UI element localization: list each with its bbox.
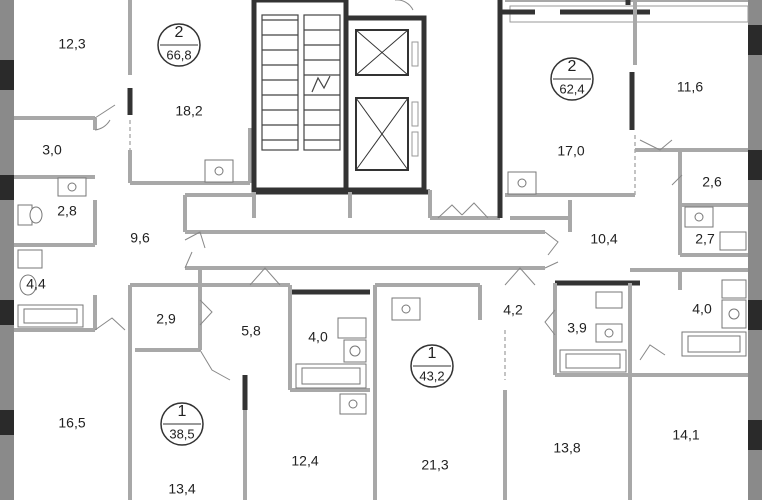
room-labels: 12,3 18,2 3,0 2,8 9,6 4,4 11,6 17,0 2,6 … bbox=[26, 36, 722, 497]
room-area-label: 17,0 bbox=[557, 143, 584, 159]
badge-apt-1-left: 1 38,5 bbox=[160, 402, 204, 446]
room-area-label: 16,5 bbox=[58, 415, 85, 431]
walls-bottom bbox=[93, 200, 748, 500]
walls-top-left bbox=[14, 0, 252, 332]
badge-apt-2-right: 2 62,4 bbox=[550, 57, 594, 101]
room-area-label: 3,0 bbox=[42, 142, 62, 158]
room-area-label: 2,9 bbox=[156, 311, 176, 327]
room-area-label: 21,3 bbox=[421, 457, 448, 473]
stair-left-flight bbox=[261, 14, 299, 151]
room-area-label: 3,9 bbox=[567, 320, 587, 336]
room-area-label: 9,6 bbox=[130, 230, 150, 246]
apt-area: 62,4 bbox=[559, 81, 584, 96]
badge-apt-2-left: 2 66,8 bbox=[157, 23, 201, 67]
room-area-label: 4,0 bbox=[692, 301, 712, 317]
room-area-label: 12,4 bbox=[291, 453, 318, 469]
room-area-label: 4,4 bbox=[26, 276, 46, 292]
room-area-label: 14,1 bbox=[672, 427, 699, 443]
apt-area: 43,2 bbox=[419, 368, 444, 383]
apt-rooms: 2 bbox=[175, 24, 184, 41]
elevator-small bbox=[355, 29, 419, 76]
fixtures bbox=[17, 159, 747, 415]
room-area-label: 13,4 bbox=[168, 481, 195, 497]
room-area-label: 11,6 bbox=[677, 79, 703, 95]
room-area-label: 12,3 bbox=[58, 36, 85, 52]
room-area-label: 18,2 bbox=[175, 103, 202, 119]
room-area-label: 13,8 bbox=[553, 440, 580, 456]
room-area-label: 4,2 bbox=[503, 302, 523, 318]
apt-area: 66,8 bbox=[166, 47, 191, 62]
apt-rooms: 2 bbox=[568, 58, 577, 75]
apt-rooms: 1 bbox=[178, 403, 187, 420]
apt-rooms: 1 bbox=[428, 345, 437, 362]
stair-right-flight bbox=[303, 14, 341, 151]
room-area-label: 2,6 bbox=[702, 174, 722, 190]
elevator-large bbox=[355, 97, 419, 171]
walls-top-right bbox=[497, 0, 749, 361]
room-area-label: 4,0 bbox=[308, 329, 328, 345]
room-area-label: 2,8 bbox=[57, 203, 77, 219]
apt-area: 38,5 bbox=[169, 426, 194, 441]
room-area-label: 5,8 bbox=[241, 323, 261, 339]
badge-apt-1-center: 1 43,2 bbox=[410, 344, 454, 388]
corridor bbox=[183, 190, 572, 290]
stair-core bbox=[251, 0, 430, 218]
room-area-label: 2,7 bbox=[695, 231, 715, 247]
room-area-label: 10,4 bbox=[590, 231, 617, 247]
